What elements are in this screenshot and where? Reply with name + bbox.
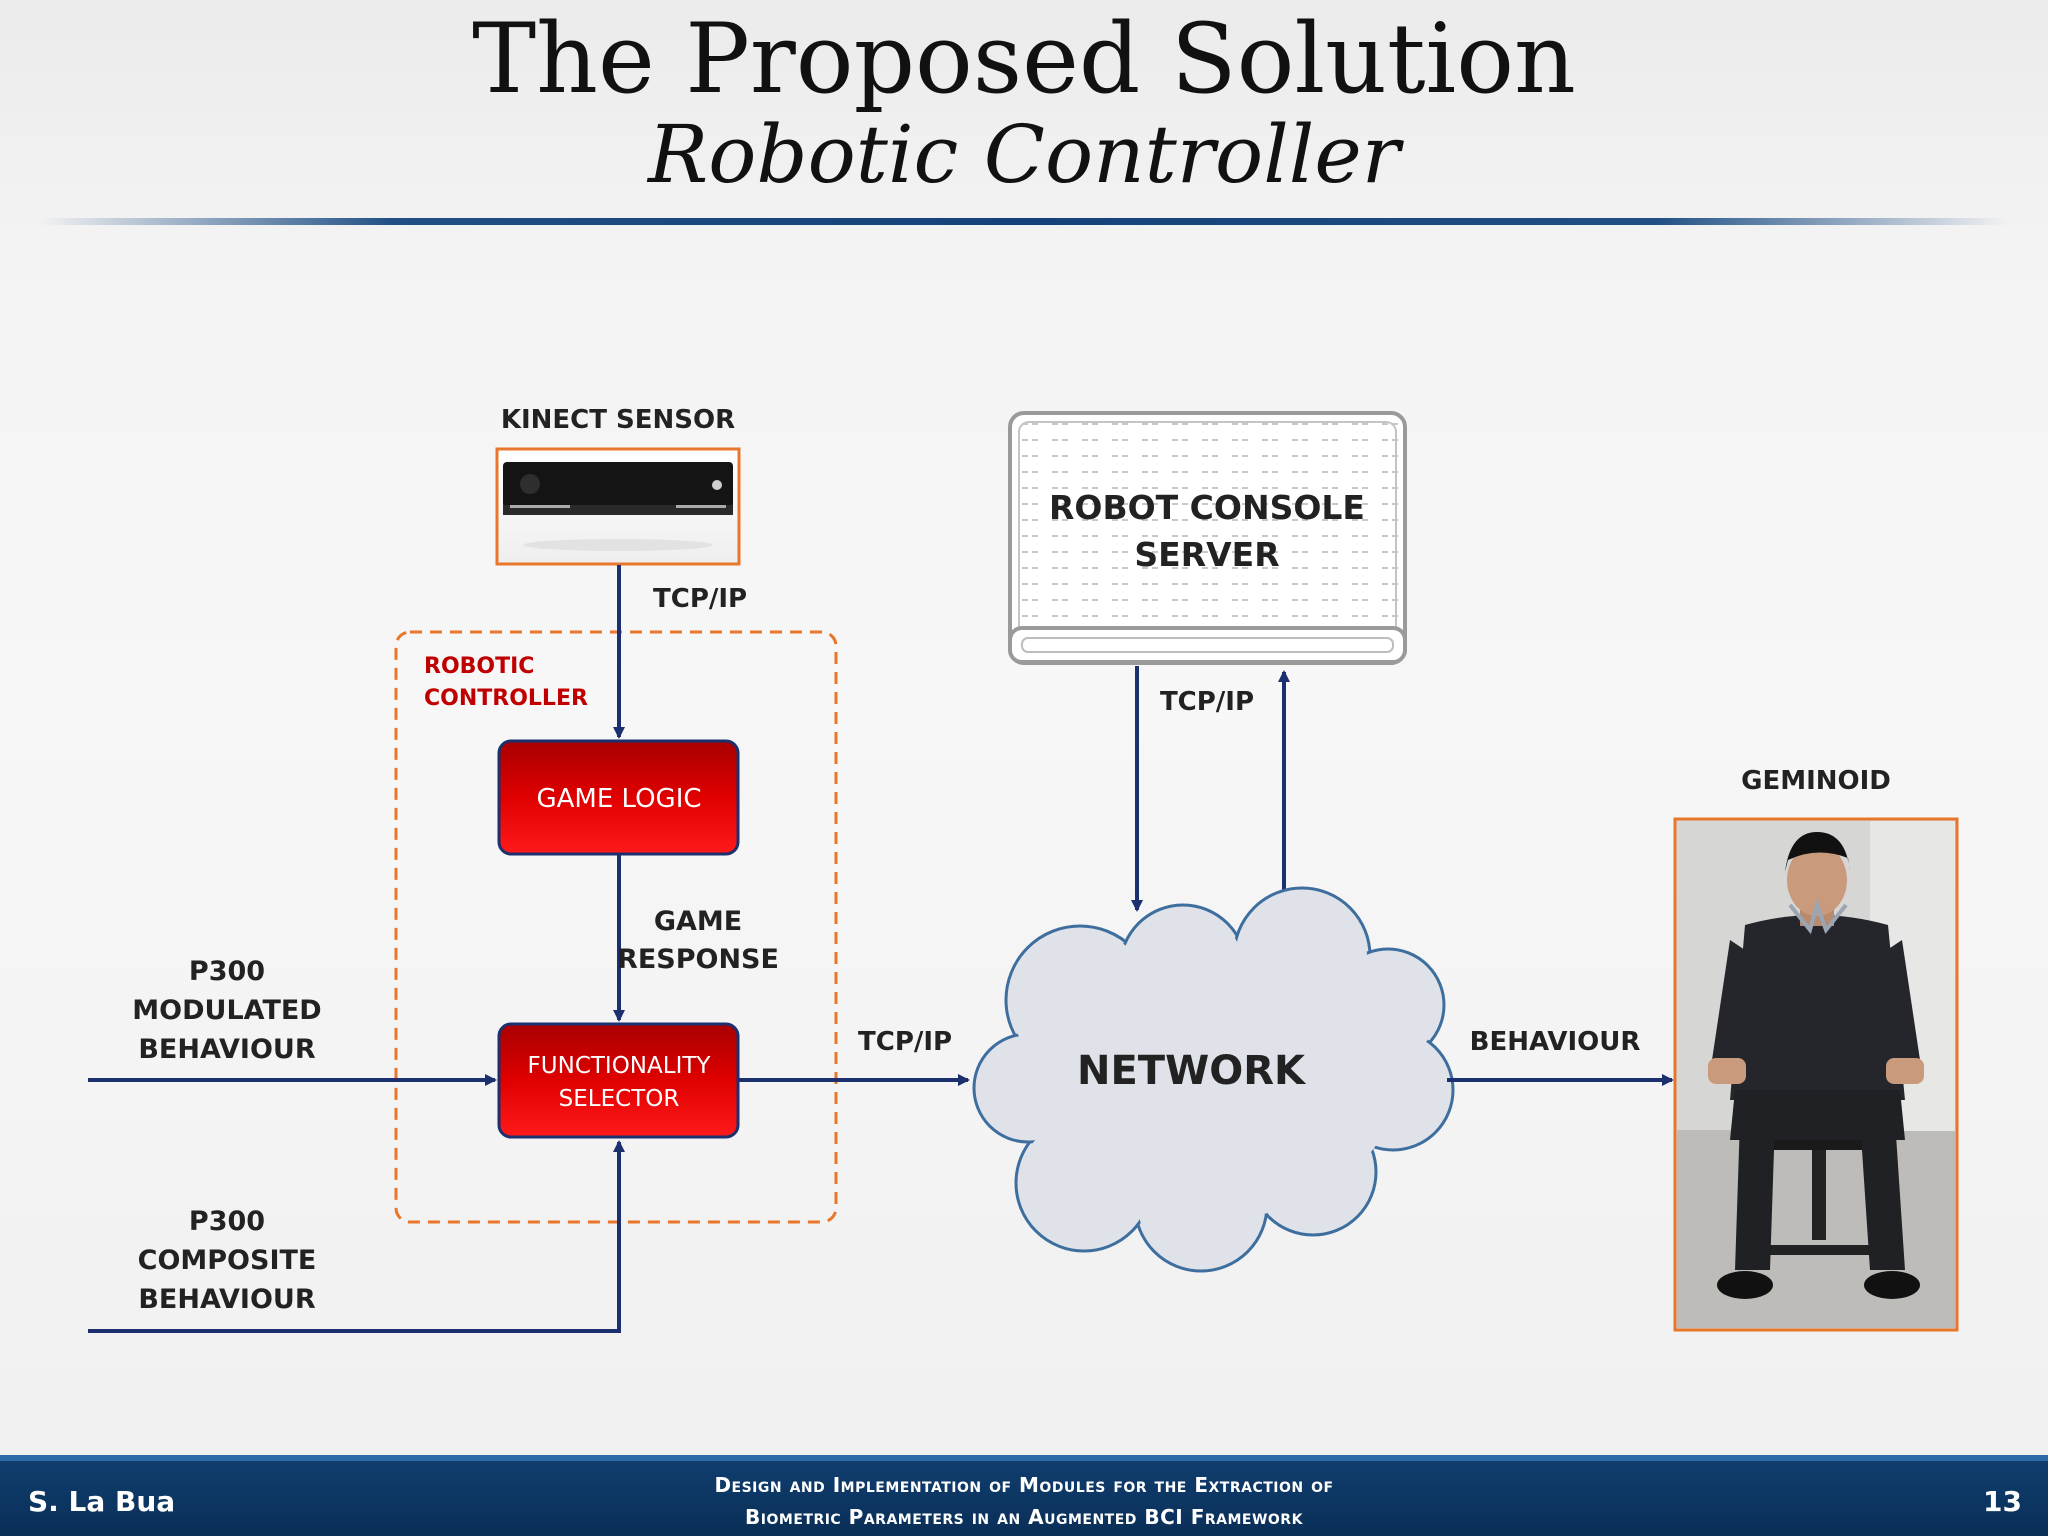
geminoid-label: GEMINOID	[1741, 766, 1891, 796]
geminoid-robot-image	[1673, 817, 1959, 1332]
footer-title-line2: Biometric Parameters in an Augmented BCI…	[745, 1505, 1303, 1529]
game-logic-box	[497, 739, 740, 856]
kinect-sensor-image	[495, 447, 741, 566]
p300-composite-line3: BEHAVIOUR	[138, 1284, 316, 1315]
p300-composite-arrow	[88, 1140, 625, 1333]
architecture-diagram: KINECT SENSOR ROBOTIC CONTROLLER TCP/IP …	[88, 405, 1959, 1333]
slide-title: The Proposed Solution	[472, 3, 1576, 115]
robotic-controller-boundary	[394, 630, 838, 1224]
functionality-selector-label-line2: SELECTOR	[559, 1086, 680, 1112]
title-divider	[40, 218, 2008, 225]
footer-title: Design and Implementation of Modules for…	[560, 1469, 1488, 1533]
game-response-label-line2: RESPONSE	[617, 944, 779, 975]
p300-modulated-line2: MODULATED	[132, 995, 321, 1026]
footer-title-line1: Design and Implementation of Modules for…	[714, 1473, 1334, 1497]
network-label: NETWORK	[1077, 1048, 1307, 1094]
robotic-controller-label-line1: ROBOTIC	[424, 654, 534, 679]
game-response-label-line1: GAME	[654, 906, 742, 937]
network-cloud-icon	[972, 886, 1455, 1273]
p300-modulated-line1: P300	[189, 956, 265, 987]
tcp-ip-network-label: TCP/IP	[858, 1027, 952, 1057]
robotic-controller-label-line2: CONTROLLER	[424, 686, 588, 711]
functionality-selector-box	[497, 1022, 740, 1139]
p300-composite-line2: COMPOSITE	[138, 1245, 317, 1276]
tcp-ip-kinect-label: TCP/IP	[653, 584, 747, 614]
p300-composite-line1: P300	[189, 1206, 265, 1237]
footer-author: S. La Bua	[28, 1485, 176, 1518]
kinect-sensor-label: KINECT SENSOR	[501, 405, 735, 435]
footer-bar: S. La Bua Design and Implementation of M…	[0, 1455, 2048, 1536]
server-label-line2: SERVER	[1134, 535, 1279, 574]
p300-modulated-line3: BEHAVIOUR	[138, 1034, 316, 1065]
footer-page-number: 13	[1983, 1485, 2022, 1518]
slide-subtitle: Robotic Controller	[648, 108, 1400, 201]
behaviour-label: BEHAVIOUR	[1470, 1027, 1641, 1057]
robot-console-server-icon	[1008, 411, 1407, 665]
tcp-ip-server-label: TCP/IP	[1160, 687, 1254, 717]
game-logic-label: GAME LOGIC	[536, 784, 701, 814]
server-label-line1: ROBOT CONSOLE	[1049, 488, 1365, 527]
functionality-selector-label-line1: FUNCTIONALITY	[528, 1053, 712, 1079]
